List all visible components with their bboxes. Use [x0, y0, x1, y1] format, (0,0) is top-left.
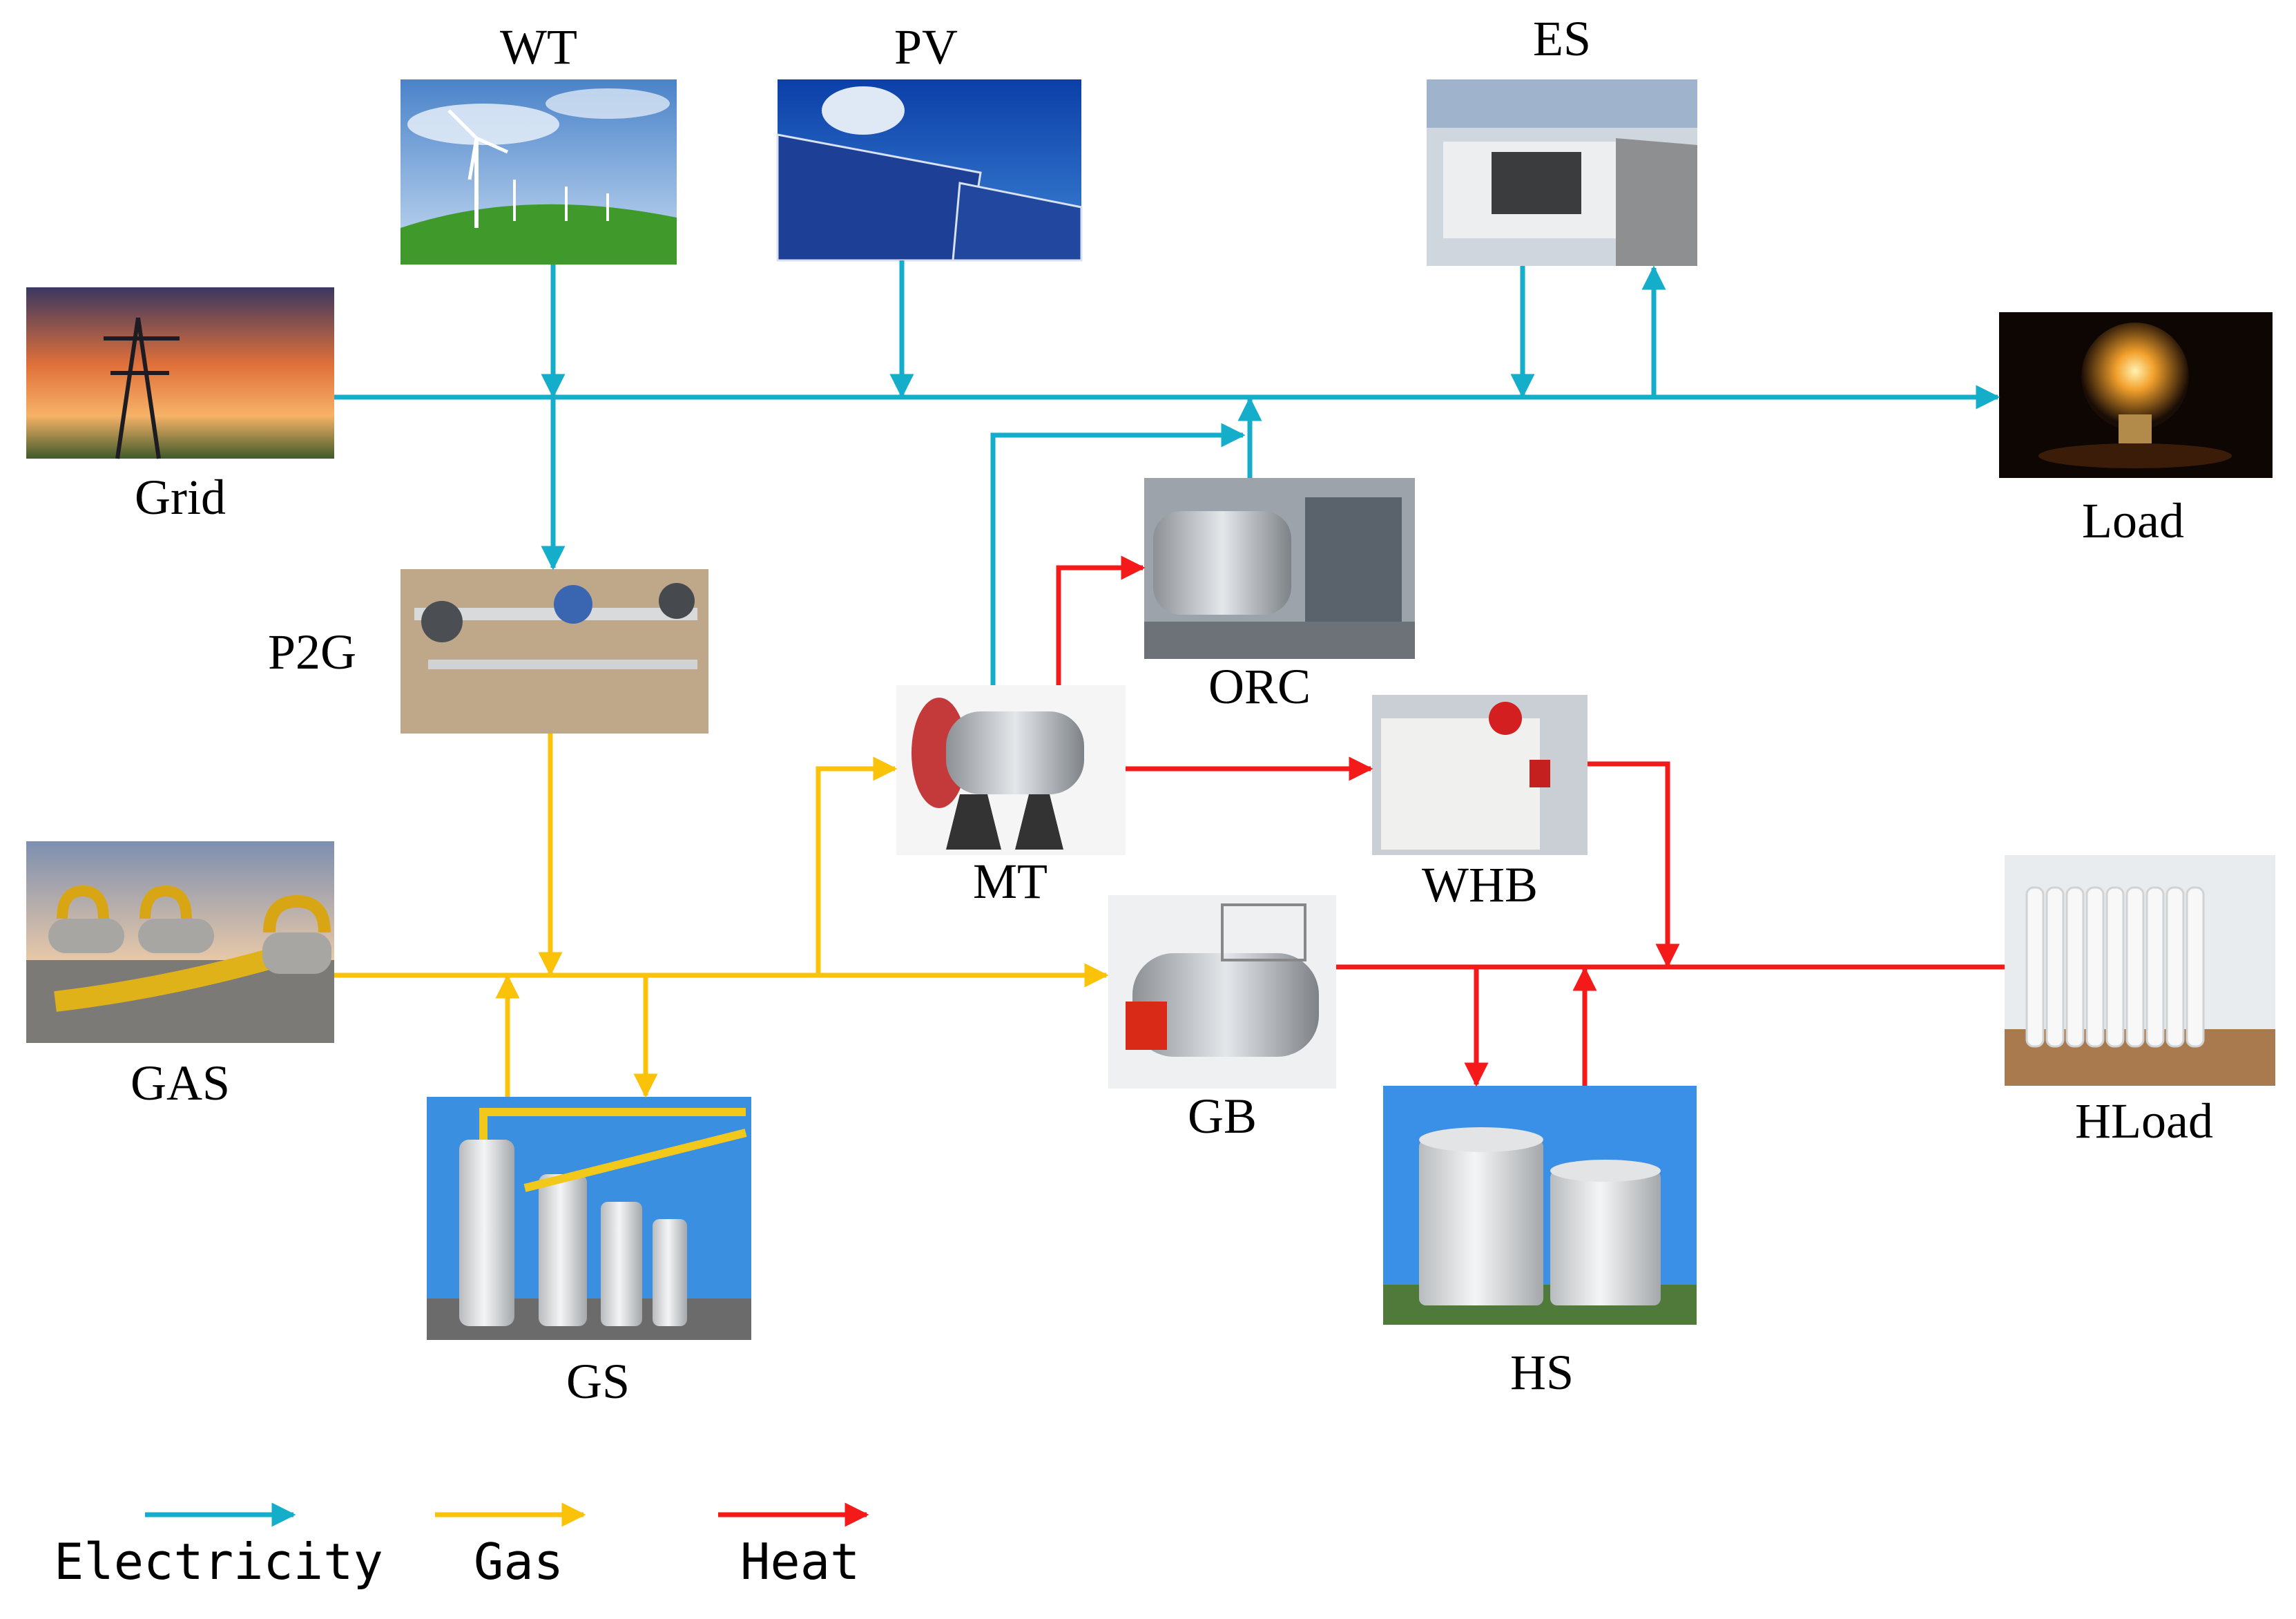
- p2g-label: P2G: [267, 624, 357, 680]
- gs-label: GS: [566, 1354, 630, 1409]
- orc-label: ORC: [1208, 659, 1311, 714]
- gas-to-mt-arrow: [816, 756, 898, 975]
- wt-image: [401, 79, 677, 265]
- p2g-image: [401, 569, 708, 734]
- orc-image: [1144, 478, 1415, 659]
- mt-to-bus-arrow: [990, 423, 1246, 685]
- legend-gas-label: Gas: [474, 1533, 564, 1591]
- gas-image: [26, 841, 334, 1043]
- es-label: ES: [1532, 11, 1592, 66]
- hload-image: [2005, 855, 2275, 1086]
- gas-label: GAS: [130, 1055, 231, 1111]
- mt-to-orc-arrow: [1056, 555, 1146, 685]
- whb-to-heat-bus-arrow: [1588, 761, 1680, 968]
- gas-lines: [334, 734, 1109, 1098]
- legend-electricity-label: Electricity: [54, 1533, 383, 1591]
- mt-label: MT: [973, 854, 1048, 909]
- load-image: [1999, 312, 2273, 478]
- electricity-lines: [334, 260, 2000, 685]
- grid-label: Grid: [135, 470, 226, 525]
- hload-label: HLoad: [2075, 1093, 2213, 1149]
- legend-heat-label: Heat: [740, 1533, 860, 1591]
- heat-lines: [1056, 555, 2005, 1087]
- load-label: Load: [2082, 493, 2184, 548]
- gb-label: GB: [1187, 1089, 1257, 1144]
- es-image: [1427, 79, 1697, 266]
- mt-image: [896, 685, 1126, 855]
- pv-image: [776, 79, 1083, 262]
- grid-image: [26, 287, 334, 459]
- whb-image: [1372, 695, 1588, 855]
- gs-image: [427, 1097, 751, 1340]
- hs-label: HS: [1509, 1345, 1574, 1400]
- hs-image: [1383, 1086, 1697, 1325]
- pv-label: PV: [894, 19, 958, 75]
- wt-label: WT: [500, 19, 577, 75]
- gb-image: [1108, 895, 1336, 1089]
- whb-label: WHB: [1422, 857, 1538, 912]
